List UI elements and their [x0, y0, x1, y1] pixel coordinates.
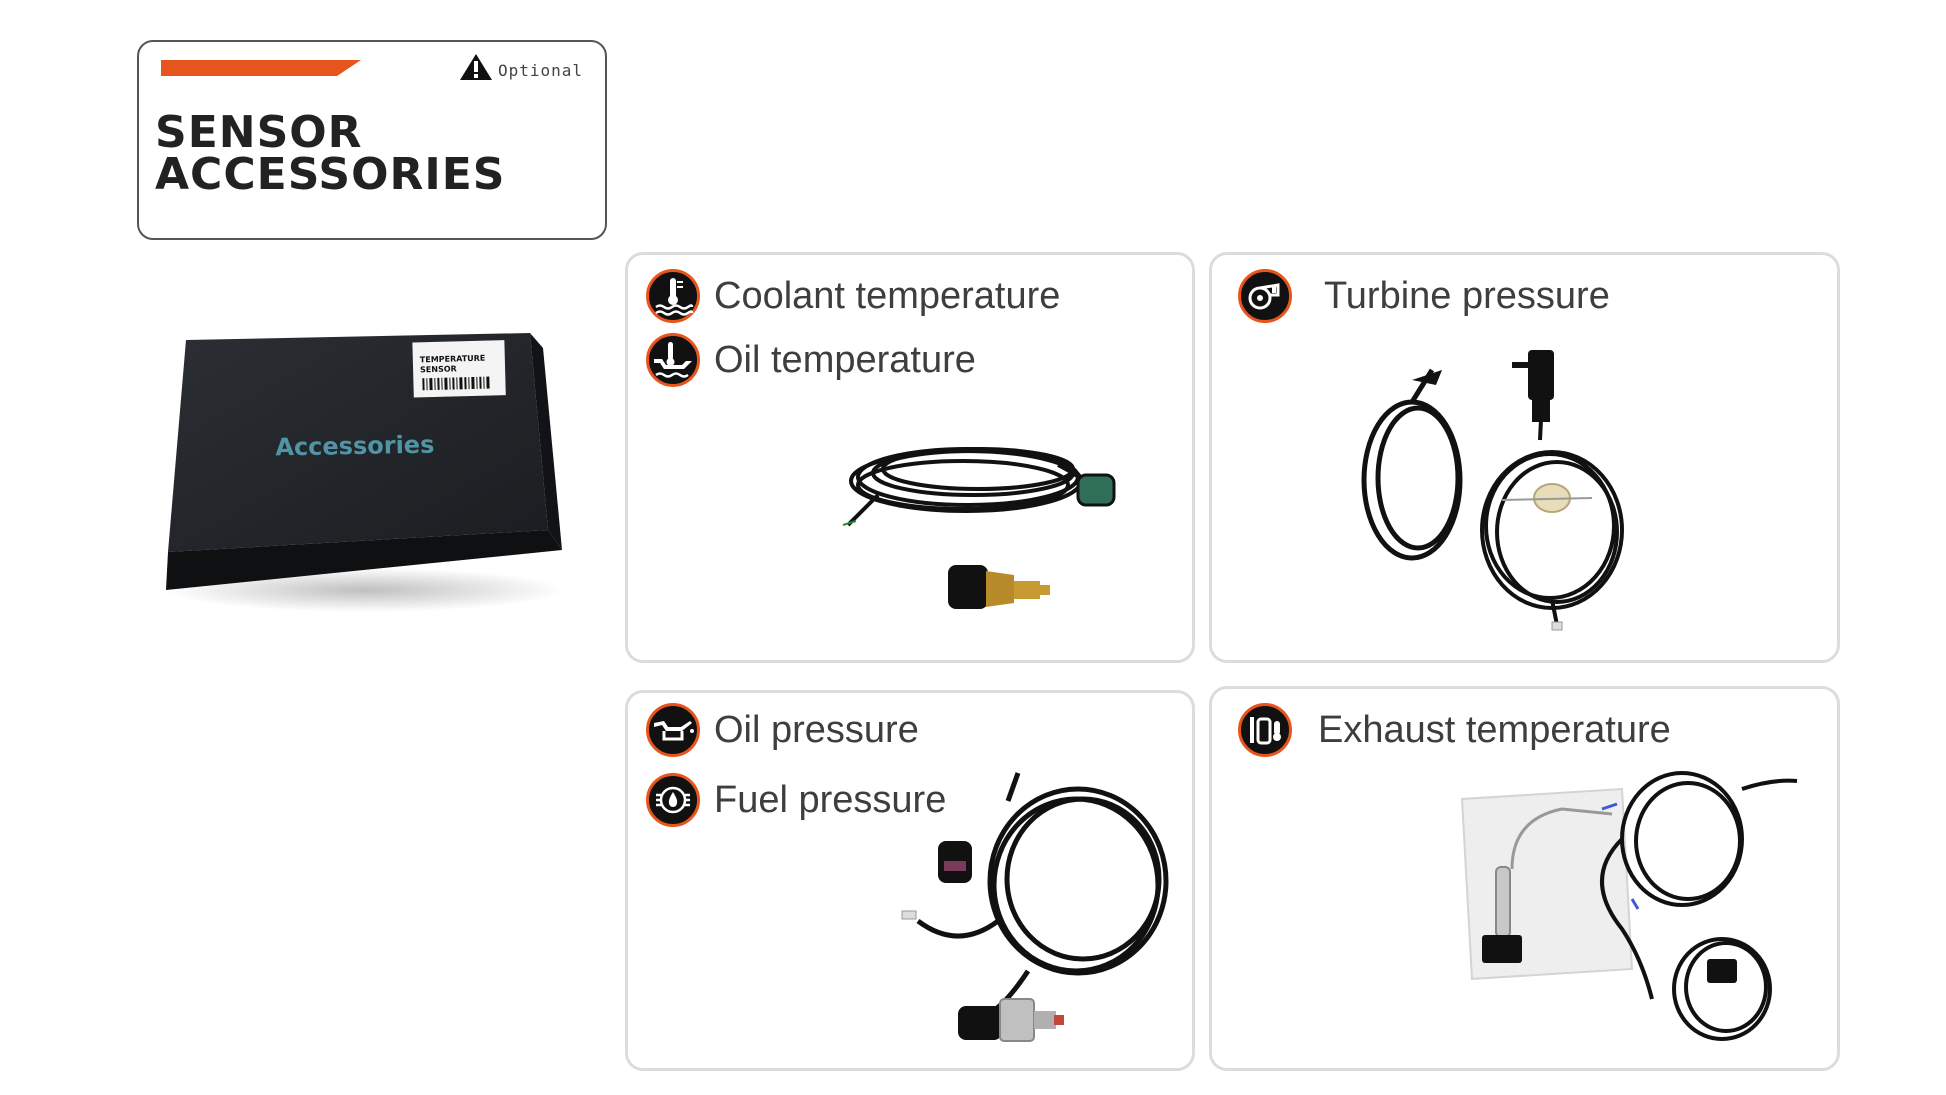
oil-can-icon [646, 703, 700, 757]
label-exhaust-temperature: Exhaust temperature [1238, 703, 1671, 757]
panel-exhaust-temperature-sensor: Exhaust temperature [1209, 686, 1840, 1071]
label-text: Fuel pressure [714, 778, 947, 821]
turbine-pressure-sensor-photo [1361, 350, 1624, 631]
title-line-1: SENSOR [155, 107, 363, 158]
pressure-sensor-photo [901, 772, 1169, 1042]
optional-tag: Optional [458, 52, 583, 82]
sticker-line-2: SENSOR [420, 364, 457, 374]
coolant-temperature-icon [646, 269, 700, 323]
title-card: Optional SENSOR ACCESSORIES [137, 40, 607, 240]
temperature-sensor-photo [842, 447, 1116, 609]
optional-label: Optional [497, 60, 583, 80]
title-line-2: ACCESSORIES [155, 149, 506, 200]
label-text: Oil pressure [714, 708, 919, 751]
label-text: Coolant temperature [714, 274, 1061, 317]
label-fuel-pressure: Fuel pressure [646, 773, 946, 827]
label-oil-pressure: Oil pressure [646, 703, 919, 757]
label-text: Oil temperature [714, 338, 976, 381]
sticker-line-1: TEMPERATURE [420, 354, 486, 365]
exhaust-temperature-sensor-photo [1460, 771, 1798, 1041]
accessories-box-image: Accessories TEMPERATURE SENSOR [150, 320, 570, 620]
page-title: SENSOR ACCESSORIES [155, 107, 506, 200]
exhaust-icon [1238, 703, 1292, 757]
warning-icon [459, 54, 492, 80]
label-turbine-pressure: Turbine pressure [1238, 269, 1610, 323]
panel-pressure-sensor: Oil pressure Fuel pressure [625, 690, 1195, 1071]
label-oil-temperature: Oil temperature [646, 333, 976, 387]
accent-bar [161, 60, 361, 76]
turbo-icon [1238, 269, 1292, 323]
label-text: Turbine pressure [1324, 274, 1610, 317]
panel-turbine-pressure-sensor: Turbine pressure [1209, 252, 1840, 663]
box-label: Accessories [275, 431, 434, 462]
panel-temperature-sensor: Coolant temperature Oil temperature [625, 252, 1195, 663]
oil-temperature-icon [646, 333, 700, 387]
label-text: Exhaust temperature [1318, 708, 1671, 751]
fuel-pressure-icon [646, 773, 700, 827]
label-coolant-temperature: Coolant temperature [646, 269, 1060, 323]
